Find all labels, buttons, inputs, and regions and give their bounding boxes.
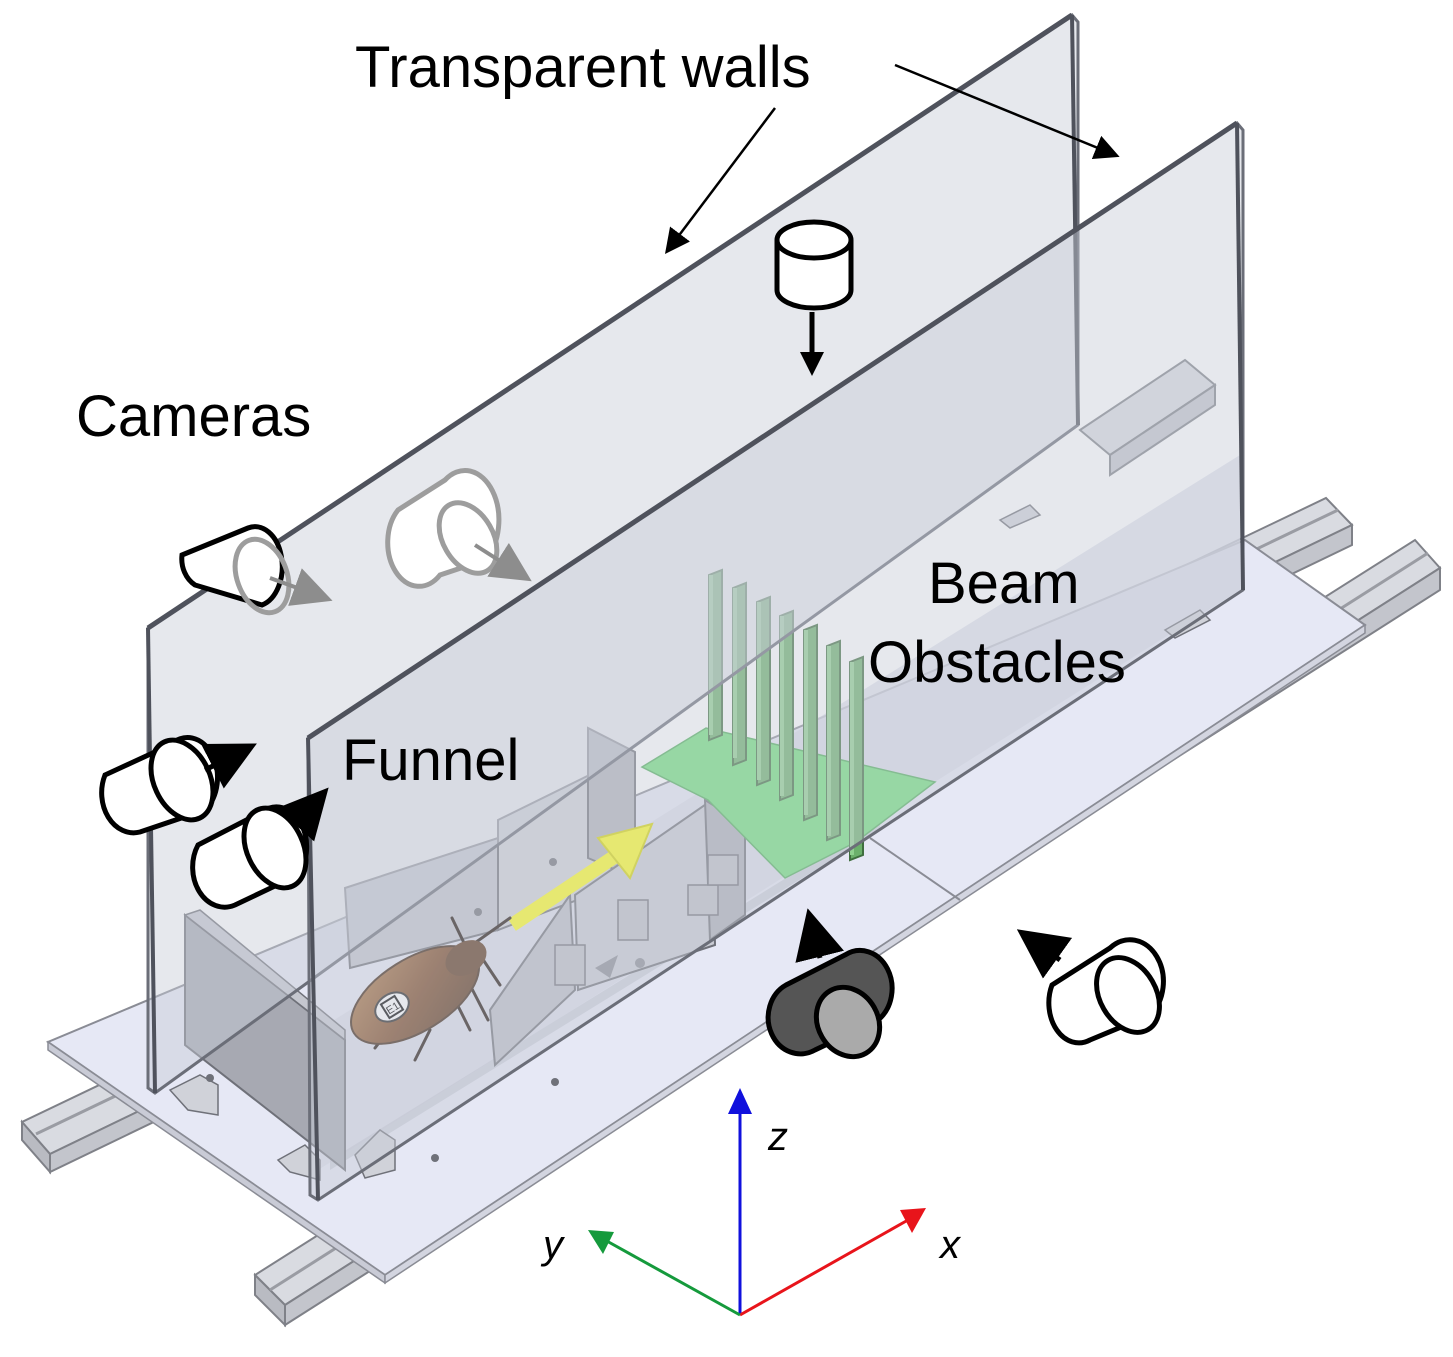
y-axis [604, 1238, 741, 1317]
label-funnel: Funnel [342, 728, 519, 793]
label-obstacles: Obstacles [868, 630, 1126, 695]
camera-icon [385, 468, 532, 589]
rail-rear [1078, 358, 1217, 477]
back-left-panel [183, 909, 346, 1173]
coordinate-axes: z x y [540, 1088, 962, 1317]
leader-arrows [664, 63, 1120, 254]
camera-icon [1016, 929, 1166, 1046]
camera-icon [774, 219, 854, 376]
label-transparent-walls: Transparent walls [355, 35, 811, 100]
beam-obstacles [708, 568, 864, 862]
camera-icon [179, 524, 333, 616]
camera-icon [765, 908, 895, 1060]
direction-arrow [508, 822, 654, 931]
label-beam: Beam [928, 551, 1080, 616]
camera-icon [99, 735, 257, 836]
camera-icon [190, 787, 329, 910]
label-cameras: Cameras [76, 384, 311, 449]
y-axis-label: y [540, 1223, 566, 1267]
z-axis-label: z [767, 1115, 788, 1159]
cockroach-icon: E1 [350, 916, 512, 1062]
x-axis [739, 1218, 909, 1317]
x-axis-label: x [938, 1223, 962, 1267]
